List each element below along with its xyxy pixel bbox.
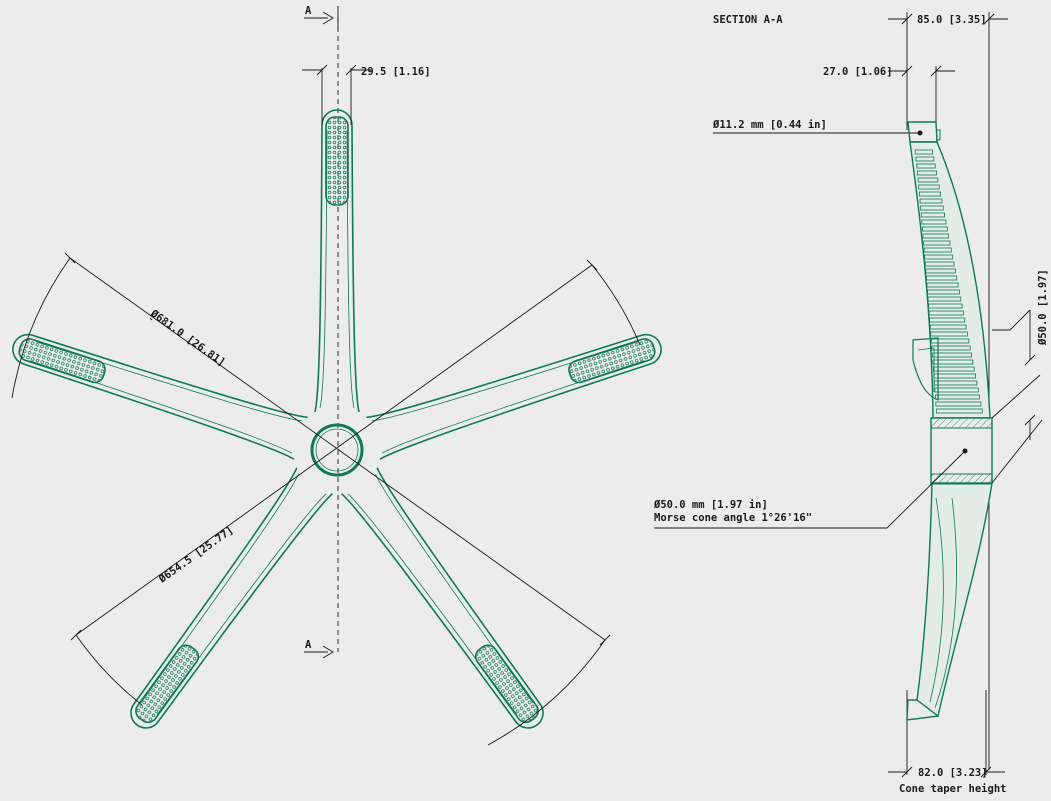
inner-diameter-arc-right [591, 264, 641, 346]
grip-pad [568, 338, 656, 384]
rib [930, 331, 968, 337]
rib [916, 170, 937, 176]
bore-vertical-dimension [1009, 309, 1036, 440]
rib [932, 359, 974, 365]
dimension-ticks [64, 252, 611, 646]
arm-bottom-left [130, 467, 333, 729]
rib [926, 275, 958, 281]
taper-caption: Cone taper height [899, 783, 1006, 795]
rib [933, 380, 978, 386]
morse-leader-dot [962, 448, 968, 454]
rib [931, 345, 971, 351]
rib [918, 184, 940, 190]
rib [929, 324, 967, 330]
outer-diameter-arc-right [487, 639, 606, 746]
outer-diameter-line [69, 257, 606, 641]
hole-leader-dot [917, 130, 923, 136]
rib [924, 254, 954, 260]
rib [928, 310, 964, 316]
section-ribs [914, 149, 983, 414]
outer-diameter-label: Ø681.0 [26.81] [147, 307, 227, 369]
overall-depth-label: 85.0 [3.35] [917, 14, 987, 26]
rib [914, 149, 933, 155]
rib [924, 261, 955, 267]
rib [917, 177, 939, 183]
inner-diameter-arc-left [75, 634, 143, 706]
center-hub-inner [315, 428, 359, 472]
section-marker-top: A [305, 5, 312, 17]
grip-pad [474, 644, 539, 724]
rib [931, 352, 972, 358]
arm-width-dimension [302, 64, 371, 125]
rib [921, 219, 947, 225]
arm-bottom-right [341, 467, 544, 729]
morse-leader [654, 450, 966, 529]
section-arrow-top [304, 6, 339, 30]
rib [922, 226, 948, 232]
rib [932, 366, 975, 372]
arm-right [366, 333, 662, 460]
morse-angle-label: Morse cone angle 1°26'16" [654, 512, 812, 524]
bore-leader-bottom [991, 419, 1043, 484]
grip-pad [18, 338, 106, 384]
rib [915, 156, 935, 162]
rib [929, 317, 966, 323]
inner-diameter-line [75, 264, 593, 636]
grip-pad [325, 116, 349, 206]
rib [935, 408, 983, 414]
rib [920, 212, 946, 218]
section-marker-bottom: A [305, 639, 312, 651]
hole-label: Ø11.2 mm [0.44 in] [712, 119, 827, 131]
section-view: SECTION A-A 85.0 [3.35] 27.0 [1.06] [653, 12, 1049, 795]
taper-height-label: 82.0 [3.23] [918, 767, 988, 779]
rib [923, 247, 952, 253]
rib [916, 163, 936, 169]
rib [920, 205, 944, 211]
rib [928, 303, 963, 309]
grip-pad [135, 644, 200, 724]
overall-depth-dimension [888, 13, 1008, 25]
bore-diameter-label: Ø50.0 mm [1.97 in] [653, 499, 768, 511]
rib [934, 394, 980, 400]
bore-leader-top [991, 374, 1041, 419]
taper-height-dimension [888, 766, 1005, 778]
rib [927, 289, 960, 295]
section-title: SECTION A-A [713, 14, 783, 26]
rib [918, 191, 942, 197]
rib [926, 282, 959, 288]
rib [919, 198, 943, 204]
section-profile [906, 121, 993, 721]
tip-depth-dimension [888, 65, 955, 77]
rib [923, 240, 951, 246]
arm-left [12, 333, 308, 460]
rib [925, 268, 956, 274]
tip-depth-label: 27.0 [1.06] [823, 66, 893, 78]
center-hub [310, 423, 364, 477]
rib [930, 338, 970, 344]
section-arrow-bottom [304, 645, 334, 659]
chair-base-plan-view: A A 29.5 [1.16] Ø681.0 [26.81] Ø654.5 [2… [11, 5, 662, 746]
arm-width-label: 29.5 [1.16] [361, 66, 431, 78]
rib [922, 233, 950, 239]
outer-diameter-arc-left [11, 257, 71, 399]
base-arms [12, 109, 662, 729]
rib [927, 296, 962, 302]
bore-vertical-label: Ø50.0 [1.97] [1037, 269, 1049, 346]
rib [934, 387, 979, 393]
rib [933, 373, 976, 379]
rib [935, 401, 982, 407]
arm-top [314, 109, 360, 413]
